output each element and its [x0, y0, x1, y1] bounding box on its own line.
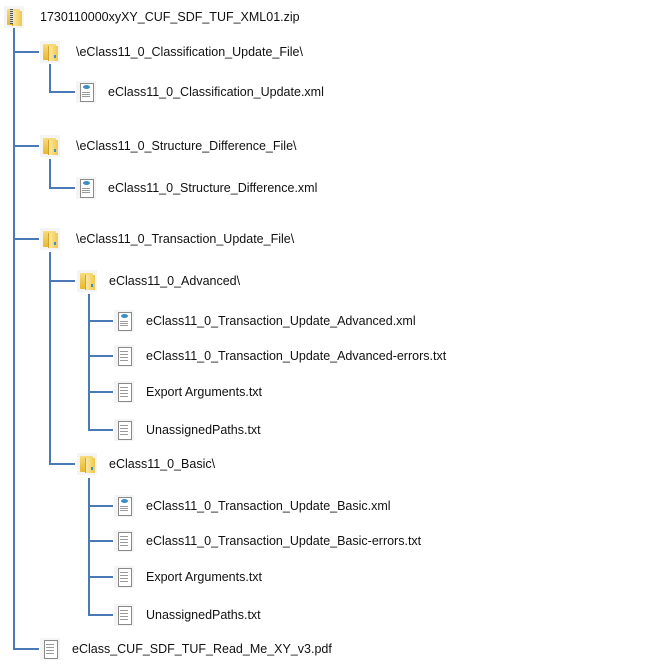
- tree-node-advanced-file[interactable]: Export Arguments.txt: [114, 381, 262, 403]
- folder-icon: [40, 41, 60, 63]
- basic-trunk-line: [88, 478, 90, 615]
- text-file-icon: [114, 604, 134, 626]
- folder-icon: [40, 228, 60, 250]
- classification-trunk-line: [49, 64, 51, 93]
- tree-node-basic-file[interactable]: UnassignedPaths.txt: [114, 604, 261, 626]
- node-label: eClass11_0_Transaction_Update_Basic-erro…: [146, 534, 422, 548]
- advanced-trunk-line: [88, 294, 90, 430]
- connector-basic-file-1: [88, 505, 113, 507]
- tree-node-advanced-file[interactable]: eClass11_0_Transaction_Update_Advanced.x…: [114, 310, 416, 332]
- connector-basic-file-4: [88, 614, 113, 616]
- root-trunk-line: [13, 28, 15, 650]
- node-label: Export Arguments.txt: [146, 385, 263, 399]
- tree-node-advanced-file[interactable]: UnassignedPaths.txt: [114, 419, 261, 441]
- node-label: eClass11_0_Transaction_Update_Basic.xml: [146, 499, 391, 513]
- text-file-icon: [114, 566, 134, 588]
- folder-icon: [77, 270, 97, 292]
- tree-node-root-zip[interactable]: 1730110000xyXY_CUF_SDF_TUF_XML01.zip: [4, 6, 300, 28]
- folder-icon: [77, 453, 97, 475]
- node-label: 1730110000xyXY_CUF_SDF_TUF_XML01.zip: [40, 10, 300, 24]
- node-label: eClass11_0_Transaction_Update_Advanced-e…: [146, 349, 447, 363]
- tree-node-advanced-folder[interactable]: eClass11_0_Advanced\: [77, 270, 240, 292]
- node-label: eClass11_0_Structure_Difference.xml: [108, 181, 318, 195]
- node-label: Export Arguments.txt: [146, 570, 263, 584]
- connector-advanced-file-4: [88, 429, 113, 431]
- text-file-icon: [114, 530, 134, 552]
- node-label: UnassignedPaths.txt: [146, 423, 261, 437]
- node-label: eClass11_0_Transaction_Update_Advanced.x…: [146, 314, 416, 328]
- tree-node-readme-pdf[interactable]: eClass_CUF_SDF_TUF_Read_Me_XY_v3.pdf: [40, 638, 332, 660]
- node-label: \eClass11_0_Structure_Difference_File\: [76, 139, 297, 153]
- text-file-icon: [114, 419, 134, 441]
- xml-file-icon: [114, 310, 134, 332]
- structure-trunk-line: [49, 159, 51, 189]
- connector-advanced-folder: [49, 280, 75, 282]
- connector-basic-file-2: [88, 540, 113, 542]
- connector-advanced-file-1: [88, 320, 113, 322]
- node-label: \eClass11_0_Classification_Update_File\: [76, 45, 303, 59]
- connector-basic-file-3: [88, 576, 113, 578]
- folder-icon: [40, 135, 60, 157]
- tree-node-classification-xml[interactable]: eClass11_0_Classification_Update.xml: [76, 81, 324, 103]
- connector-advanced-file-2: [88, 355, 113, 357]
- xml-file-icon: [114, 495, 134, 517]
- node-label: eClass11_0_Basic\: [109, 457, 216, 471]
- connector-classification-xml: [49, 91, 75, 93]
- connector-classification-folder: [13, 51, 39, 53]
- xml-file-icon: [76, 177, 96, 199]
- tree-node-structure-xml[interactable]: eClass11_0_Structure_Difference.xml: [76, 177, 317, 199]
- tree-node-classification-folder[interactable]: \eClass11_0_Classification_Update_File\: [40, 41, 303, 63]
- connector-transaction-folder: [13, 238, 39, 240]
- node-label: eClass_CUF_SDF_TUF_Read_Me_XY_v3.pdf: [72, 642, 332, 656]
- tree-node-basic-file[interactable]: Export Arguments.txt: [114, 566, 262, 588]
- node-label: \eClass11_0_Transaction_Update_File\: [76, 232, 295, 246]
- tree-node-basic-folder[interactable]: eClass11_0_Basic\: [77, 453, 215, 475]
- zip-folder-icon: [4, 6, 24, 28]
- text-file-icon: [114, 345, 134, 367]
- text-file-icon: [114, 381, 134, 403]
- transaction-trunk-line: [49, 252, 51, 464]
- tree-node-basic-file[interactable]: eClass11_0_Transaction_Update_Basic.xml: [114, 495, 391, 517]
- text-file-icon: [40, 638, 60, 660]
- connector-advanced-file-3: [88, 391, 113, 393]
- tree-node-structure-folder[interactable]: \eClass11_0_Structure_Difference_File\: [40, 135, 297, 157]
- connector-basic-folder: [49, 463, 75, 465]
- node-label: UnassignedPaths.txt: [146, 608, 261, 622]
- connector-structure-xml: [49, 187, 75, 189]
- node-label: eClass11_0_Advanced\: [109, 274, 241, 288]
- connector-structure-folder: [13, 145, 39, 147]
- connector-readme: [13, 648, 39, 650]
- tree-node-basic-file[interactable]: eClass11_0_Transaction_Update_Basic-erro…: [114, 530, 421, 552]
- node-label: eClass11_0_Classification_Update.xml: [108, 85, 324, 99]
- xml-file-icon: [76, 81, 96, 103]
- tree-node-transaction-folder[interactable]: \eClass11_0_Transaction_Update_File\: [40, 228, 294, 250]
- tree-node-advanced-file[interactable]: eClass11_0_Transaction_Update_Advanced-e…: [114, 345, 446, 367]
